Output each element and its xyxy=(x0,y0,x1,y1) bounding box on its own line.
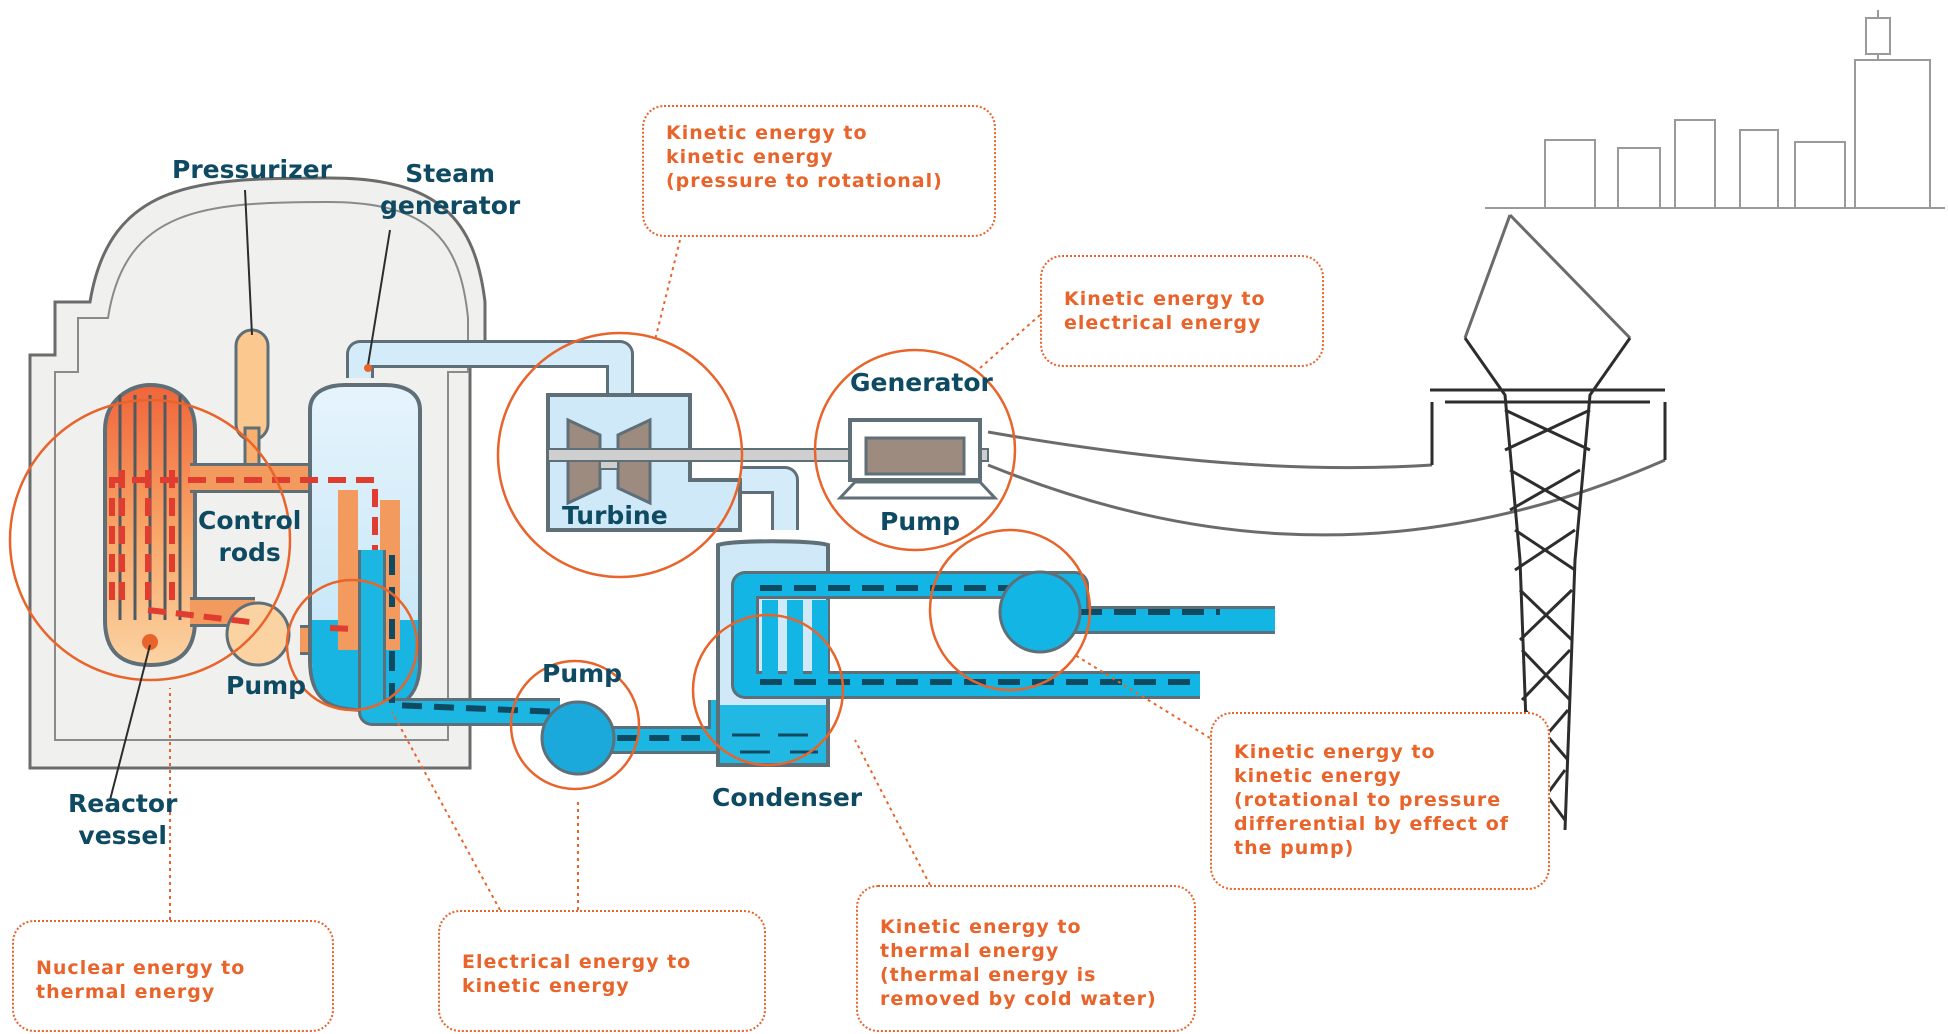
note-feed-pump: Electrical energy to kinetic energy xyxy=(438,910,766,1032)
note-condenser-line4: removed by cold water) xyxy=(880,988,1157,1010)
generator-label: Generator xyxy=(850,368,993,397)
reactor-vessel-label-line1: Reactor xyxy=(68,789,178,818)
feed-pump-label: Pump xyxy=(542,659,623,688)
steam-pipes xyxy=(346,340,799,530)
note-cooling-pump-line2: kinetic energy xyxy=(1234,765,1402,787)
steam-generator-label: Steam generator xyxy=(380,158,520,222)
condenser-label: Condenser xyxy=(712,783,863,812)
note-turbine-line2: kinetic energy xyxy=(666,146,834,168)
coolant-flow-path xyxy=(109,470,378,634)
note-cooling-pump-line3: (rotational to pressure xyxy=(1234,789,1502,811)
energy-highlights xyxy=(8,331,1092,791)
note-generator-line2: electrical energy xyxy=(1064,312,1262,334)
note-condenser-line2: thermal energy xyxy=(880,940,1060,962)
steam-generator-label-line1: Steam xyxy=(405,159,496,188)
feed-pump xyxy=(540,700,616,776)
steam-generator-label-line2: generator xyxy=(380,191,521,220)
note-reactor: Nuclear energy to thermal energy xyxy=(12,920,334,1032)
note-condenser: Kinetic energy to thermal energy (therma… xyxy=(856,885,1196,1032)
pressurizer-label: Pressurizer xyxy=(172,155,332,184)
control-rods-label-line2: rods xyxy=(218,538,281,567)
note-condenser-line3: (thermal energy is xyxy=(880,964,1097,986)
note-condenser-line1: Kinetic energy to xyxy=(880,916,1082,938)
generator xyxy=(836,418,999,500)
primary-pump-label: Pump xyxy=(226,671,307,700)
note-feed-pump-line2: kinetic energy xyxy=(462,975,630,997)
note-reactor-line1: Nuclear energy to xyxy=(36,957,246,979)
reactor-vessel-label: Reactor vessel xyxy=(68,788,177,852)
note-feed-pump-line1: Electrical energy to xyxy=(462,951,692,973)
note-turbine: Kinetic energy to kinetic energy (pressu… xyxy=(642,105,996,237)
note-cooling-pump-line5: the pump) xyxy=(1234,837,1355,859)
note-cooling-pump-line1: Kinetic energy to xyxy=(1234,741,1436,763)
note-generator-line1: Kinetic energy to xyxy=(1064,288,1266,310)
control-rods-label-line1: Control xyxy=(198,506,302,535)
note-cooling-pump-line4: differential by effect of xyxy=(1234,813,1510,835)
note-cooling-pump: Kinetic energy to kinetic energy (rotati… xyxy=(1210,712,1550,890)
reactor-vessel xyxy=(103,382,197,668)
city-skyline xyxy=(1485,10,1945,209)
generator-pump-label: Pump xyxy=(880,507,961,536)
annotation-leaders xyxy=(169,239,1211,920)
note-turbine-line1: Kinetic energy to xyxy=(666,122,868,144)
control-rods-label: Control rods xyxy=(198,505,301,569)
turbine-label: Turbine xyxy=(562,501,668,530)
cooling-pump xyxy=(998,570,1082,654)
note-generator: Kinetic energy to electrical energy xyxy=(1040,255,1324,367)
label-leaders xyxy=(109,189,391,801)
note-turbine-line3: (pressure to rotational) xyxy=(666,170,943,192)
reactor-vessel-label-line2: vessel xyxy=(78,821,167,850)
primary-pump xyxy=(225,601,291,667)
transmission-lines xyxy=(987,213,1666,537)
cooling-water-loop xyxy=(731,571,1275,699)
note-reactor-line2: thermal energy xyxy=(36,981,216,1003)
